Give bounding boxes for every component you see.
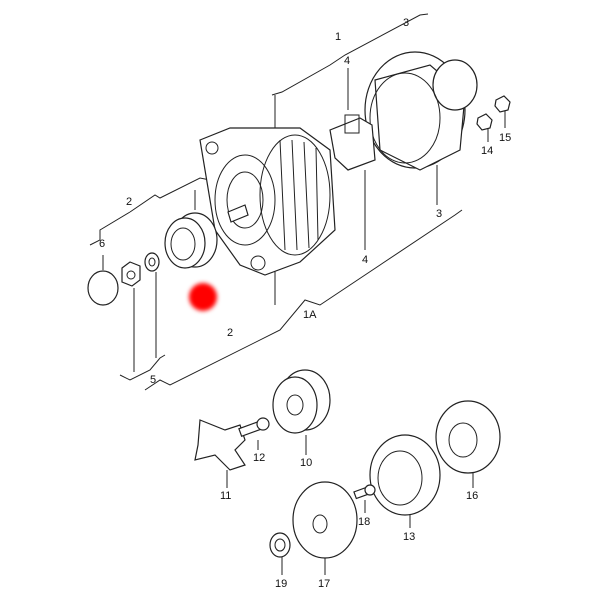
label-4-lower: 4 [362, 254, 368, 266]
nut [121, 261, 141, 287]
label-14: 14 [481, 145, 493, 157]
label-18: 18 [358, 516, 370, 528]
small-nuts [476, 95, 511, 131]
cap [87, 270, 119, 306]
label-2-lower: 2 [227, 327, 233, 339]
housing-cover [364, 51, 478, 171]
label-6: 6 [99, 238, 105, 250]
tool-spider [194, 419, 246, 471]
label-10: 10 [300, 457, 312, 469]
label-17: 17 [318, 578, 330, 590]
alternator-body [199, 127, 336, 276]
bolt-12 [238, 417, 270, 438]
pulley [164, 212, 218, 269]
label-19: 19 [275, 578, 287, 590]
screw-18 [353, 484, 376, 500]
label-3: 3 [403, 17, 409, 29]
freewheel-pulley [272, 369, 331, 434]
label-13: 13 [403, 531, 415, 543]
label-4: 4 [344, 55, 350, 67]
gear-16 [435, 400, 501, 474]
label-11: 11 [220, 490, 231, 502]
label-16: 16 [466, 490, 478, 502]
label-12: 12 [253, 452, 265, 464]
label-5: 5 [150, 374, 156, 386]
voltage-regulator [329, 114, 376, 171]
label-1a: 1A [303, 309, 317, 321]
label-2: 2 [126, 196, 132, 208]
label-1: 1 [335, 31, 341, 43]
gear-17 [292, 481, 358, 559]
washer [144, 252, 160, 272]
ring-gear-13 [369, 434, 441, 516]
seal-19 [269, 532, 291, 558]
label-15: 15 [499, 132, 511, 144]
red-marker [189, 283, 217, 311]
label-3-lower: 3 [436, 208, 442, 220]
part-labels: 1 1A 2 2 3 3 4 4 5 6 10 11 12 13 14 15 1… [99, 17, 511, 590]
